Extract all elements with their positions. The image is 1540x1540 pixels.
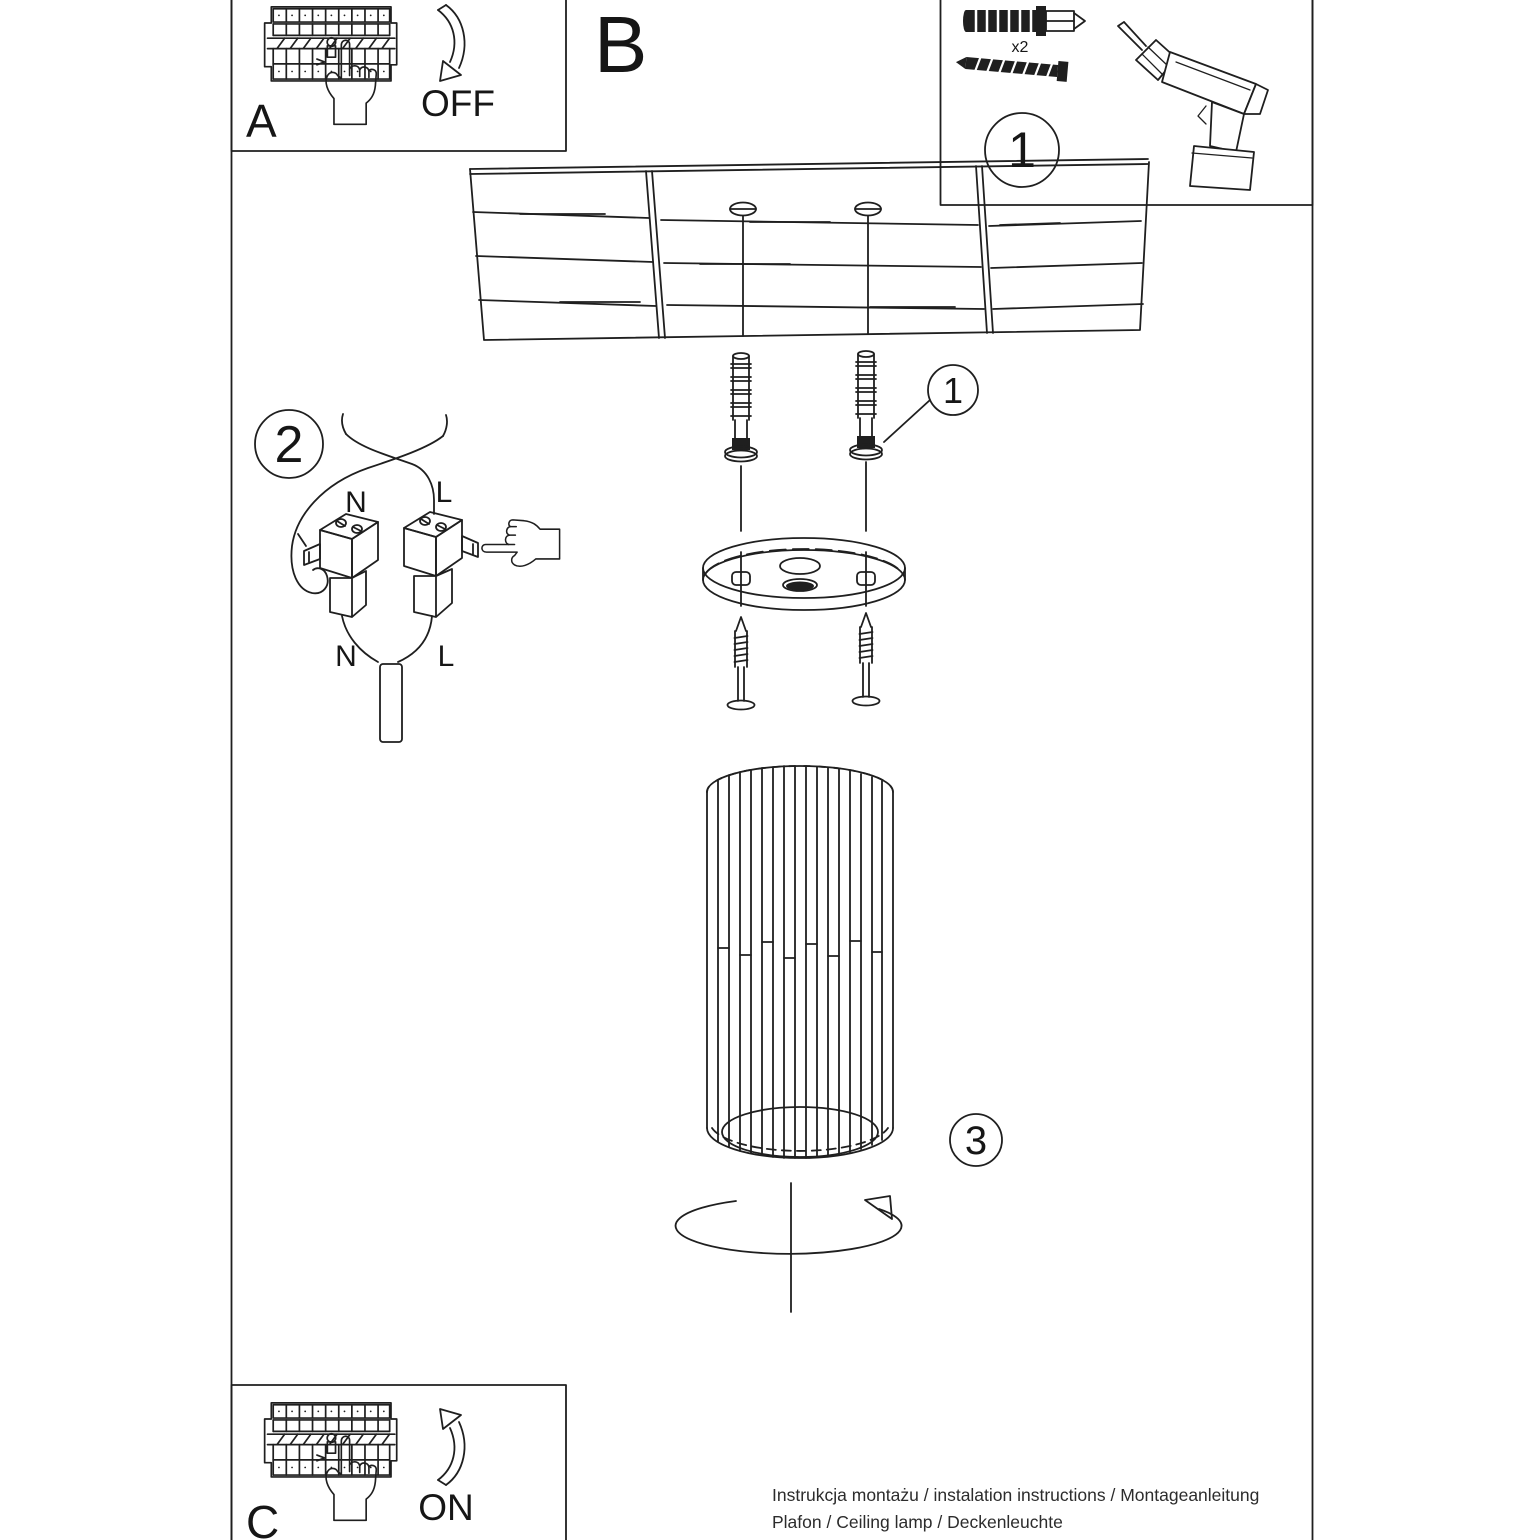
- step-label-c: C: [246, 1496, 279, 1540]
- plank-joints: [519, 213, 1061, 308]
- terminal-label-n: N: [345, 486, 367, 519]
- wiring-step-number: 2: [275, 416, 304, 474]
- terminal-label-l: L: [436, 476, 453, 509]
- wire-label-l: L: [438, 640, 455, 673]
- shade-opening: [721, 1106, 879, 1158]
- canopy-center-hole: [779, 557, 821, 575]
- on-label: ON: [418, 1487, 474, 1528]
- hole-guide-lines: [742, 215, 869, 337]
- ceiling-panel: [469, 158, 1150, 341]
- terminal-block-right: [403, 511, 479, 618]
- canopy-socket-hole: [786, 581, 814, 591]
- flute-ribs: [717, 765, 883, 1159]
- step-a-panel: OFF A: [230, 0, 567, 152]
- terminal-block-left: [297, 513, 379, 618]
- anchor-callout-number: 1: [943, 370, 963, 411]
- cable-sheath: [379, 663, 403, 743]
- fluted-bottom-rim: [711, 1127, 889, 1152]
- power-cable: [341, 615, 433, 743]
- step-label-a: A: [246, 95, 277, 147]
- shade-step-number: 3: [965, 1119, 987, 1163]
- drill-icon: [1117, 21, 1269, 191]
- wiring-diagram: 2: [254, 409, 561, 743]
- footer-line-1: Instrukcja montażu / instalation instruc…: [772, 1485, 1259, 1505]
- pressing-hand-icon: [481, 519, 561, 568]
- on-arrow-icon: [437, 1408, 466, 1486]
- wall-anchors: 1: [724, 350, 979, 532]
- canopy-plate: [702, 537, 906, 711]
- off-arrow-icon: [437, 4, 466, 82]
- section-label-b: B: [594, 0, 647, 89]
- parts-step-circle: [984, 112, 1060, 188]
- long-screw-icon: [955, 56, 1069, 82]
- rotation-arrow-icon: [674, 1195, 903, 1255]
- flute-seams: [717, 940, 883, 959]
- shade-step-circle: [949, 1113, 1003, 1167]
- canopy-rim-hatch: [705, 548, 903, 574]
- callout-leader-line: [883, 399, 931, 443]
- supply-wires: [290, 413, 448, 595]
- off-label: OFF: [421, 83, 495, 124]
- wall-plug-icon: [963, 6, 1086, 36]
- lamp-shade-cylinder: [706, 765, 894, 1159]
- parts-box: x2 1: [939, 0, 1314, 206]
- anchor-callout-circle: [927, 364, 979, 416]
- footer-line-2: Plafon / Ceiling lamp / Deckenleuchte: [772, 1512, 1063, 1532]
- wiring-step-circle: [254, 409, 324, 479]
- wire-label-n: N: [335, 640, 357, 673]
- anchor-quantity-label: x2: [1012, 39, 1029, 56]
- parts-step-number: 1: [1008, 122, 1036, 178]
- step-c-panel: ON C: [230, 1384, 567, 1540]
